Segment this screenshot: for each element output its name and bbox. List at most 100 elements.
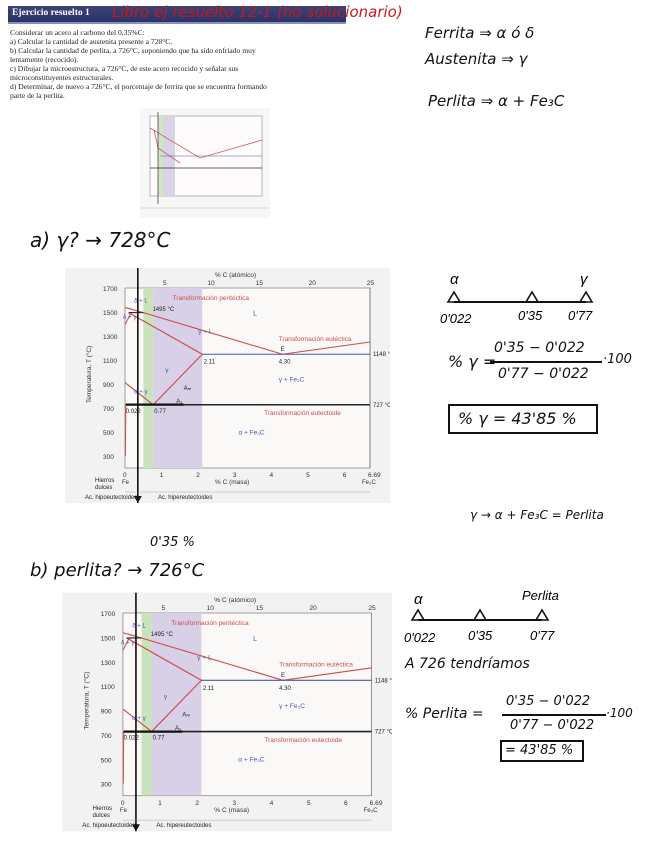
label-eutectoid: Transformación eutectoide [264,737,342,744]
y-tick-label: 700 [103,406,114,413]
y-tick-label: 900 [101,709,112,716]
top-tick-label: 25 [368,605,376,612]
result-a-box: % γ = 43'85 % [448,404,598,434]
label-gFe3C: γ + Fe₃C [279,377,305,384]
bottom-tick-label: 3 [232,800,236,807]
lever-b-value-mid: 0'35 [468,628,493,643]
label-Acm: Aₘ [184,386,192,392]
label-ag: α + γ [132,715,146,722]
formula-a-numerator: 0'35 − 0'022 [494,340,585,356]
label-0022: 0.022 [124,735,140,742]
lever-a-value-left: 0'022 [440,311,472,326]
label-L: L [253,311,257,318]
y-axis-label: Temperatura, T (°C) [82,672,90,730]
exercise-badge: Ejercicio resuelto 1 [12,8,90,18]
y-tick-label: 1500 [101,635,116,642]
a3-line [122,708,152,732]
phase-diagram-a: 1700150013001100900700500300Temperatura,… [65,268,390,503]
y-tick-label: 500 [103,430,114,437]
formula-a-lhs: % γ = [448,352,497,371]
top-tick-label: 25 [367,280,375,287]
bottom-tick-label: 5 [307,800,311,807]
note-ferrita: Ferrita ⇒ α ó δ [425,24,535,42]
formula-b-fraction-bar [502,714,606,716]
label-727: 727 °C [375,729,392,736]
label-077: 0.77 [153,735,165,742]
bottom-tick-label: 6.69 [368,472,381,479]
lever-a-value-right: 0'77 [568,308,593,323]
label-E: E [281,672,285,679]
y-tick-label: 500 [101,757,112,764]
top-axis-label: % C (atómico) [214,597,256,604]
result-b-box: = 43'85 % [500,740,584,762]
label-1495: 1495 °C [152,307,174,313]
top-tick-label: 10 [207,280,215,287]
label-eutectic: Transformación eutéctica [279,336,352,343]
problem-line: a) Calcular la cantidad de austenita pre… [10,37,173,46]
problem-line: parte de la perlita. [10,91,65,100]
bottom-axis-label: % C (masa) [214,807,249,814]
top-tick-label: 20 [309,605,317,612]
label-1148: 1148 °C [375,677,392,684]
bottom-tick-label: 5 [306,472,310,479]
composition-arrow [133,496,142,503]
bottom-tick-label: 6 [344,800,348,807]
label-gFe3C: γ + Fe₃C [279,703,305,710]
y-tick-label: 300 [101,782,112,789]
label-Acm: Aₘ [182,712,190,719]
bottom-sub-fe3c: Fe₃C [362,480,376,486]
y-tick-label: 1500 [103,310,118,317]
relation-perlita: γ → α + Fe₃C = Perlita [470,508,604,522]
header-underline [8,22,346,24]
formula-b-denominator: 0'77 − 0'022 [510,718,595,733]
label-A1: A₁ [176,399,182,405]
acm-line [151,679,202,732]
problem-line: d) Determinar, de nuevo a 726°C, el porc… [10,82,267,91]
label-eutect: Aceros eutectoides [127,831,179,832]
bottom-tick-label: 2 [195,800,199,807]
label-gamma: γ [164,693,168,700]
bottom-tick-label: 0 [121,800,125,807]
bottom-tick-label: 4 [269,472,273,479]
y-tick-label: 1300 [103,334,118,341]
label-gL: γ + L [197,654,212,661]
label-077: 0.77 [154,409,166,415]
lever-triangle-mid [472,608,488,621]
label-430: 4.30 [279,360,291,366]
lever-rule-a: α γ 0'022 0'35 0'77 [440,271,594,326]
a3-line [124,382,154,406]
label-211: 2.11 [203,685,215,692]
composition-arrow [131,824,140,832]
thumbnail-phase-diagram [140,108,270,218]
label-1148: 1148 °C [373,352,390,358]
lever-triangle-mid [524,290,540,303]
bottom-sub-fe: Fe [120,807,128,814]
label-211: 2.11 [204,360,216,366]
problem-statement: Considerar un acero al carbono del 0,35%… [10,28,310,100]
label-hypo: Ac. hipoeutectoides [82,822,135,829]
problem-line: c) Dibujar la microestructura, a 726°C, … [10,64,239,73]
phase-diagram-b: 1700150013001100900700500300Temperatura,… [62,592,392,832]
problem-line: b) Calcular la cantidad de perlita, a 72… [10,46,256,55]
bottom-tick-label: 4 [270,800,274,807]
problem-line: Considerar un acero al carbono del 0,35%… [10,28,145,37]
eutectoid-band [141,613,152,796]
acm-line [152,353,203,406]
top-tick-label: 5 [161,605,165,612]
label-peritectic: Transformación peritéctica [171,620,249,627]
label-aFe3C: α + Fe₃C [239,429,265,436]
label-hyper: Ac. hipereutectoides [156,822,211,829]
formula-b-lhs: % Perlita = [405,706,484,722]
lever-b-left-symbol: α [414,591,423,608]
lever-b-value-left: 0'022 [404,630,436,645]
lever-a-right-symbol: γ [580,271,589,288]
label-dulces: dulces [92,812,110,819]
formula-a-denominator: 0'77 − 0'022 [498,366,589,382]
problem-line: microconstituyentes estructurales. [10,73,114,82]
bottom-sub-fe: Fe [122,480,130,486]
label-eutectic: Transformación eutéctica [279,662,353,669]
lever-a-left-symbol: α [450,271,459,288]
delta-line [122,637,130,651]
label-727: 727 °C [373,403,390,409]
bottom-axis-label: % C (masa) [215,479,249,486]
